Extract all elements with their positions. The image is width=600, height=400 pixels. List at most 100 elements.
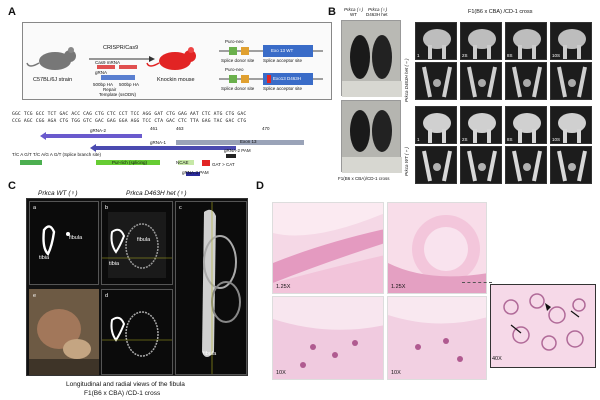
c-header-het: Prkca D463H het (♀) bbox=[126, 190, 187, 197]
ct-label-c: c bbox=[179, 205, 182, 211]
age-bottom-2: 2S bbox=[462, 137, 468, 142]
grna3-pam-label: gRNA-3 PAM bbox=[182, 170, 209, 175]
b-row-het: Prkca D463H het (♀) bbox=[404, 58, 409, 102]
age-top-1: 1 bbox=[417, 53, 420, 58]
histo-inset-40x bbox=[490, 284, 596, 368]
xray-het-top-2 bbox=[460, 22, 502, 60]
strain-label: C57BL/6J strain bbox=[33, 77, 73, 83]
xray-het-top-1 bbox=[415, 22, 457, 60]
c-caption-2: F1(B6 x CBA) /CD-1 cross bbox=[84, 390, 161, 397]
ncae-label: NCAE bbox=[176, 160, 189, 165]
panel-label-c: C bbox=[8, 180, 16, 192]
ct-a-fibula: fibula bbox=[69, 235, 83, 241]
xray-wt-bottom-2 bbox=[460, 146, 502, 184]
splice-branch-label: T/C A G/T T/C A/G A G/T (Splice branch s… bbox=[12, 152, 102, 157]
mice-photo-top bbox=[341, 20, 402, 97]
xray-wt-top-2 bbox=[460, 106, 502, 144]
panel-label-d: D bbox=[256, 180, 264, 192]
c-caption-1: Longitudinal and radial views of the fib… bbox=[66, 381, 185, 388]
histo-het-high bbox=[387, 296, 487, 380]
het-mouse-photo bbox=[372, 35, 392, 79]
age-bottom-3: 8S bbox=[507, 137, 513, 142]
wt-mouse-icon bbox=[26, 47, 76, 70]
b-col-het: Prkca (♀) bbox=[368, 7, 388, 12]
locus-sa-1: Splice acceptor site bbox=[263, 58, 303, 63]
mag-wt-high: 10X bbox=[276, 370, 286, 376]
grna2-label: gRNA-2 bbox=[90, 128, 107, 133]
ct-b-tibia: tibia bbox=[109, 261, 120, 267]
seq-mark-470: 470 bbox=[262, 126, 270, 131]
ct-e-photo bbox=[29, 289, 99, 375]
ct-label-a: a bbox=[33, 205, 37, 211]
xray-wt-bottom-1 bbox=[415, 146, 457, 184]
ct-panel-frame: a b c d e fibula tibia fibula tibia fibu… bbox=[26, 198, 248, 376]
sequence-top: GGC TCG GCC TCT GAC ACC CAG CTG CTC CCT … bbox=[12, 112, 247, 117]
ct-a-tibia: tibia bbox=[39, 255, 50, 261]
mag-het-high: 10X bbox=[391, 370, 401, 376]
panel-label-b: B bbox=[328, 6, 336, 18]
grna1-label: gRNA-1 bbox=[150, 140, 167, 145]
b-photo-caption: F1(B6 x CBA)/CD-1 cross bbox=[338, 176, 390, 181]
workflow-diagram bbox=[26, 45, 323, 85]
exon-wt-label: Exo 13 WT bbox=[271, 48, 294, 53]
xray-het-bottom-4 bbox=[550, 62, 592, 100]
c-header-wt: Prkca WT (♀) bbox=[38, 190, 78, 197]
age-top-2: 2S bbox=[462, 53, 468, 58]
ct-c-fibula: fibula bbox=[203, 351, 217, 357]
histo-wt-high bbox=[272, 296, 384, 380]
xray-het-bottom-1 bbox=[415, 62, 457, 100]
locus-sd-1: Splice donor site bbox=[221, 58, 255, 63]
b-row-wt: Prkca WT (♀) bbox=[404, 147, 409, 176]
ct-c bbox=[175, 201, 247, 375]
inset-connector bbox=[462, 282, 492, 296]
xray-het-top-3 bbox=[505, 22, 547, 60]
seq-mark-461: 461 bbox=[150, 126, 158, 131]
donor-ha-left: 500bp HA bbox=[93, 82, 114, 87]
ct-d bbox=[101, 289, 173, 375]
donor-grna: gRNA bbox=[95, 70, 108, 75]
sequence-bottom: CCG AGC CGG AGA CTG TGG GTC GAC GAG GGA … bbox=[12, 119, 247, 124]
donor-ha-right: 500bp HA bbox=[119, 82, 140, 87]
ct-label-b: b bbox=[105, 205, 109, 211]
mag-inset: 40X bbox=[492, 356, 502, 362]
wt-mouse-photo bbox=[350, 35, 370, 79]
age-bottom-4: 10S bbox=[552, 137, 561, 142]
arrow-icon bbox=[570, 310, 580, 318]
locus-sa-2: Splice acceptor site bbox=[263, 86, 303, 91]
donor-cas9: Cas9 mRNA bbox=[95, 60, 121, 65]
exon13-label: Exon 13 bbox=[240, 139, 257, 144]
grna-track-diagram bbox=[20, 132, 304, 176]
exon-mut-label: Exo13 D463H bbox=[273, 76, 302, 81]
ct-a bbox=[29, 201, 99, 285]
knockin-mouse-icon bbox=[146, 47, 196, 70]
arrowhead-icon bbox=[545, 303, 551, 311]
xray-het-bottom-3 bbox=[505, 62, 547, 100]
knockin-label: Knockin mouse bbox=[157, 77, 195, 83]
mag-het-low: 1.25X bbox=[391, 284, 406, 290]
histo-wt-low bbox=[272, 202, 384, 294]
grna2-pam-label: gRNA-2 PAM bbox=[224, 148, 251, 153]
donor-repair: Repair bbox=[103, 87, 117, 92]
age-bottom-1: 1 bbox=[417, 137, 420, 142]
histo-het-low bbox=[387, 202, 487, 294]
b-col-wt: Prkca (♀) bbox=[344, 7, 364, 12]
ct-b-fibula: fibula bbox=[137, 237, 151, 243]
mag-wt-low: 1.25X bbox=[276, 284, 291, 290]
workflow-box: C57BL/6J strain CRISPR/Cas9 Knockin mous… bbox=[22, 22, 332, 100]
xray-wt-bottom-3 bbox=[505, 146, 547, 184]
xray-wt-top-1 bbox=[415, 106, 457, 144]
arrow-icon bbox=[510, 324, 522, 334]
seq-mark-463: 463 bbox=[176, 126, 184, 131]
locus-puro-1: Puro-neo bbox=[225, 39, 244, 44]
age-top-4: 10S bbox=[552, 53, 561, 58]
b-xray-title: F1(B6 x CBA) /CD-1 cross bbox=[468, 9, 533, 15]
gat-cat-label: GAT > CAT bbox=[212, 162, 235, 167]
donor-template: Template (ssODN) bbox=[99, 92, 137, 97]
ct-b bbox=[101, 201, 173, 285]
xray-grid: 1 2S 8S 10S 1 2S 8S 10S bbox=[415, 22, 593, 184]
crispr-label: CRISPR/Cas9 bbox=[103, 45, 139, 51]
mice-photo-bottom bbox=[341, 100, 402, 173]
b-col-het-sub: D463H het bbox=[366, 12, 388, 17]
panel-label-a: A bbox=[8, 6, 16, 18]
xray-het-top-4 bbox=[550, 22, 592, 60]
